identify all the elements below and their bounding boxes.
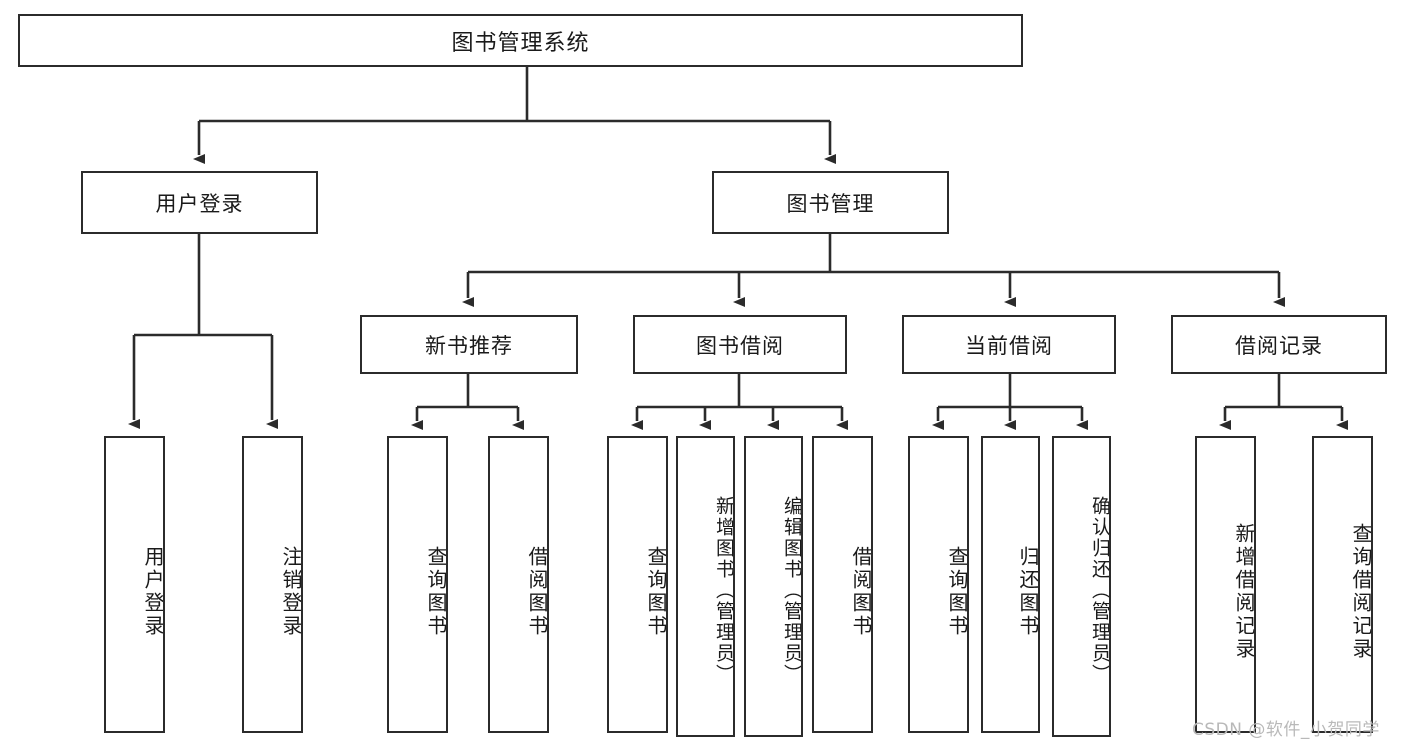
- node-label: 查询图书: [644, 545, 668, 638]
- node-label: 图书借阅: [696, 333, 784, 358]
- node-borrow-record[interactable]: 借阅记录: [1171, 315, 1387, 374]
- node-root-system[interactable]: 图书管理系统: [18, 14, 1023, 67]
- node-label: 新书推荐: [425, 333, 513, 358]
- leaf-record-query-record[interactable]: 查询借阅记录: [1312, 436, 1373, 733]
- leaf-recommend-borrow-book[interactable]: 借阅图书: [488, 436, 549, 733]
- node-label: 新增借阅记录: [1232, 522, 1256, 661]
- leaf-borrow-edit-book-admin[interactable]: 编辑图书（管理员）: [744, 436, 803, 737]
- node-label: 图书管理: [786, 191, 875, 216]
- node-label: 查询借阅记录: [1349, 522, 1373, 661]
- node-new-book-recommend[interactable]: 新书推荐: [360, 315, 578, 374]
- node-label: 借阅图书: [849, 545, 873, 638]
- csdn-watermark: CSDN @软件_小贺同学: [1192, 720, 1380, 740]
- node-label: 借阅记录: [1235, 333, 1323, 358]
- leaf-user-login-logout[interactable]: 注销登录: [242, 436, 303, 733]
- leaf-borrow-borrow-book[interactable]: 借阅图书: [812, 436, 873, 733]
- node-label: 归还图书: [1016, 545, 1040, 638]
- node-label: 借阅图书: [525, 545, 549, 638]
- leaf-recommend-query-book[interactable]: 查询图书: [387, 436, 448, 733]
- node-label: 用户登录: [155, 191, 244, 216]
- node-label: 查询图书: [424, 545, 448, 638]
- node-label: 确认归还（管理员）: [1089, 496, 1111, 685]
- node-label: 当前借阅: [965, 333, 1053, 358]
- leaf-user-login-login[interactable]: 用户登录: [104, 436, 165, 733]
- node-user-login[interactable]: 用户登录: [81, 171, 318, 234]
- node-label: 编辑图书（管理员）: [781, 496, 803, 685]
- leaf-record-add-record[interactable]: 新增借阅记录: [1195, 436, 1256, 733]
- leaf-current-return-book[interactable]: 归还图书: [981, 436, 1040, 733]
- leaf-borrow-query-book[interactable]: 查询图书: [607, 436, 668, 733]
- leaf-current-confirm-return-admin[interactable]: 确认归还（管理员）: [1052, 436, 1111, 737]
- node-label: 图书管理系统: [451, 30, 590, 56]
- leaf-current-query-book[interactable]: 查询图书: [908, 436, 969, 733]
- node-book-borrow[interactable]: 图书借阅: [633, 315, 847, 374]
- node-label: 新增图书（管理员）: [713, 496, 735, 685]
- leaf-borrow-add-book-admin[interactable]: 新增图书（管理员）: [676, 436, 735, 737]
- node-label: 用户登录: [141, 545, 165, 638]
- node-label: 注销登录: [279, 545, 303, 638]
- node-book-management[interactable]: 图书管理: [712, 171, 949, 234]
- node-label: 查询图书: [945, 545, 969, 638]
- node-current-borrow[interactable]: 当前借阅: [902, 315, 1116, 374]
